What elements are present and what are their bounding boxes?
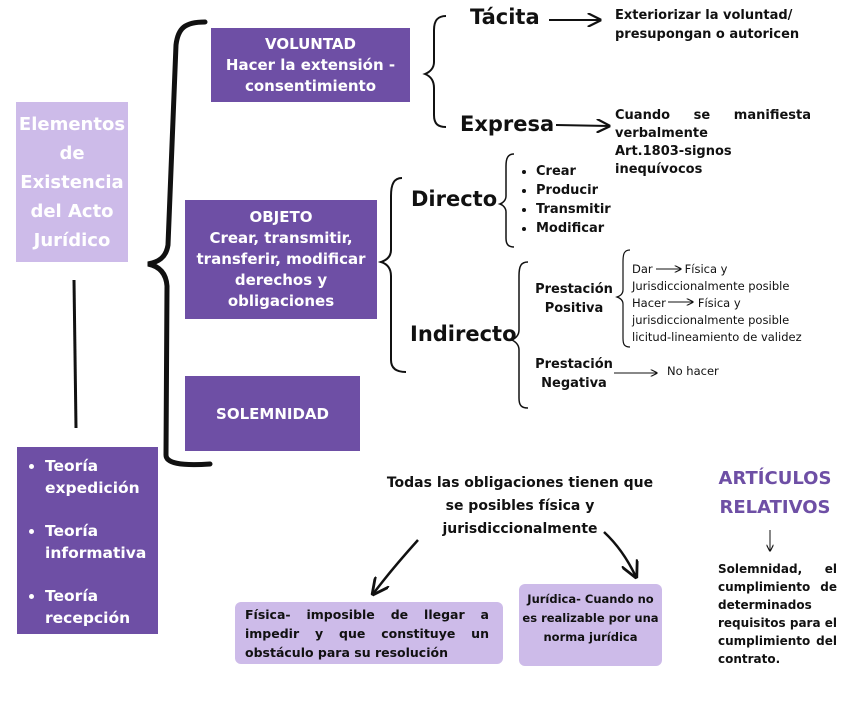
root-connector xyxy=(72,279,78,429)
hacer-label: Hacer xyxy=(632,296,666,310)
hacer-result: Física y xyxy=(697,296,741,310)
obligaciones-line: jurisdiccionalmente xyxy=(442,521,598,537)
directo-label: Directo xyxy=(411,187,498,211)
solemnidad-title: SOLEMNIDAD xyxy=(216,404,329,423)
positiva-label: Prestación Positiva xyxy=(530,280,618,318)
juridica-box: Jurídica- Cuando no es realizable por un… xyxy=(519,584,662,666)
articulos-title-line: ARTÍCULOS xyxy=(718,468,832,489)
juridica-line: norma jurídica xyxy=(543,630,638,644)
tacita-label: Tácita xyxy=(470,5,540,29)
indirecto-brace xyxy=(510,261,529,409)
dar-label: Dar xyxy=(632,262,653,276)
theories-box: Teoría expedición Teoría informativa Teo… xyxy=(17,447,158,634)
tacita-desc: Exteriorizar la voluntad/ presupongan o … xyxy=(615,6,799,44)
theories-list: Teoría expedición Teoría informativa Teo… xyxy=(27,455,150,629)
obligaciones-statement: Todas las obligaciones tienen que se pos… xyxy=(370,472,670,541)
directo-item: Modificar xyxy=(536,219,611,238)
expresa-arrow xyxy=(555,125,609,126)
juridica-line: Jurídica- Cuando no xyxy=(527,592,654,606)
theory-item: Teoría informativa xyxy=(45,520,150,564)
objeto-brace xyxy=(377,177,407,373)
dar-result: Física y xyxy=(684,262,728,276)
indirecto-label: Indirecto xyxy=(410,322,517,346)
voluntad-line: consentimiento xyxy=(244,76,377,95)
articulos-title-line: RELATIVOS xyxy=(719,497,831,518)
directo-brace xyxy=(497,153,515,248)
tacita-desc-line: Exteriorizar la voluntad/ xyxy=(615,8,793,23)
root-title-line: Elementos xyxy=(18,113,126,135)
directo-item: Transmitir xyxy=(536,200,611,219)
theory-item: Teoría expedición xyxy=(45,455,150,499)
fisica-box: Física- imposible de llegar a impedir y … xyxy=(235,602,503,664)
juridica-line: es realizable por una xyxy=(522,611,659,625)
hacer-result-2: jurisdiccionalmente posible xyxy=(632,313,790,327)
theory-item: Teoría recepción xyxy=(45,585,150,629)
directo-item: Crear xyxy=(536,162,611,181)
objeto-line: obligaciones xyxy=(227,292,335,310)
articulos-title: ARTÍCULOS RELATIVOS xyxy=(715,464,835,522)
directo-item: Producir xyxy=(536,181,611,200)
objeto-box: OBJETO Crear, transmitir, transferir, mo… xyxy=(185,200,377,319)
voluntad-line: Hacer la extensión - xyxy=(225,55,396,74)
negativa-label: Prestación Negativa xyxy=(530,355,618,393)
objeto-line: Crear, transmitir, xyxy=(209,229,353,247)
dar-result-2: Jurisdiccionalmente posible xyxy=(632,279,790,293)
main-brace xyxy=(147,19,213,468)
root-box: Elementos de Existencia del Acto Jurídic… xyxy=(16,102,128,262)
hacer-result-3: licitud-lineamiento de validez xyxy=(632,330,802,344)
root-title-line: del Acto xyxy=(30,200,114,222)
voluntad-title: VOLUNTAD xyxy=(265,34,356,53)
positiva-label-line: Positiva xyxy=(544,301,604,316)
tacita-desc-line: presupongan o autoricen xyxy=(615,27,800,42)
root-title-line: Jurídico xyxy=(33,229,111,251)
fisica-text: Física- imposible de llegar a impedir y … xyxy=(245,606,489,660)
obligaciones-line: se posibles física y xyxy=(445,498,595,514)
positiva-label-line: Prestación xyxy=(535,282,613,297)
expresa-desc: Cuando se manifiesta verbalmente Art.180… xyxy=(615,107,811,179)
solemnidad-box: SOLEMNIDAD xyxy=(185,376,360,451)
expresa-desc-line: Cuando se manifiesta verbalmente xyxy=(615,108,811,141)
objeto-title: OBJETO xyxy=(249,208,313,226)
voluntad-brace xyxy=(422,15,447,128)
voluntad-box: VOLUNTAD Hacer la extensión - consentimi… xyxy=(211,28,410,102)
negativa-label-line: Negativa xyxy=(541,376,607,391)
obligaciones-line: Todas las obligaciones tienen que xyxy=(386,475,654,491)
positiva-brace xyxy=(615,249,631,348)
negativa-label-line: Prestación xyxy=(535,357,613,372)
root-title-line: de xyxy=(59,142,85,164)
juridica-arrow xyxy=(603,531,636,577)
directo-list: Crear Producir Transmitir Modificar xyxy=(518,162,611,238)
expresa-desc-line: Art.1803-signos inequívocos xyxy=(615,144,732,177)
articulos-text: Solemnidad, el cumplimiento de determina… xyxy=(718,562,837,666)
negativa-value: No hacer xyxy=(667,364,719,378)
fisica-arrow xyxy=(373,539,419,594)
objeto-line: transferir, modificar xyxy=(196,250,366,268)
expresa-label: Expresa xyxy=(460,112,555,136)
root-title-line: Existencia xyxy=(20,171,124,193)
objeto-line: derechos y xyxy=(234,271,328,289)
